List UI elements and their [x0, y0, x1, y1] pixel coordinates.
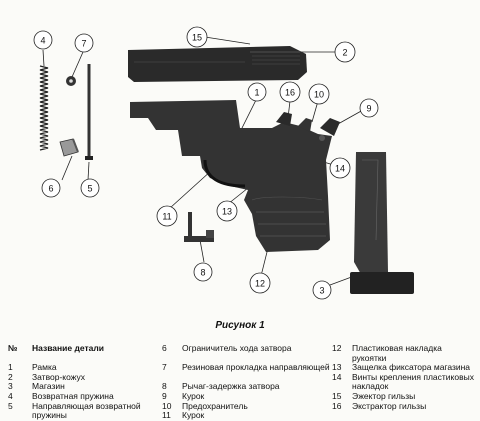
part-num: 1 [8, 362, 13, 373]
part-num: 12 [332, 343, 342, 353]
rubber-washer [66, 76, 76, 86]
figure-caption: Рисунок 1 [215, 320, 265, 331]
slide-limiter [59, 138, 79, 157]
leader-5 [87, 161, 90, 181]
slide-release-lever [184, 212, 214, 242]
part-name: Возвратная пружина [32, 390, 114, 401]
leader-13 [227, 187, 249, 205]
callout-14: 14 [329, 157, 351, 179]
leader-15 [204, 36, 251, 45]
parts-header-name: Название детали [32, 343, 105, 353]
guide-rod [85, 64, 93, 160]
part-name: Магазин [32, 381, 65, 392]
recoil-spring [39, 65, 49, 151]
callout-15: 15 [186, 26, 208, 48]
part-name: Пластиковая накладка рукоятки [352, 343, 442, 363]
frame [130, 100, 332, 252]
part-num: 14 [332, 371, 342, 382]
svg-text:7: 7 [81, 39, 86, 49]
parts-list: № Название детали 1 Рамка 2 Затвор-кожух… [8, 343, 478, 421]
svg-text:11: 11 [162, 212, 171, 222]
callout-5: 5 [80, 178, 100, 198]
callout-3: 3 [312, 280, 332, 300]
svg-text:9: 9 [366, 104, 371, 114]
part-num: 7 [162, 362, 167, 373]
part-name: Экстрактор гильзы [352, 400, 427, 411]
svg-text:4: 4 [40, 36, 45, 46]
leader-11 [169, 169, 213, 209]
svg-text:6: 6 [48, 184, 53, 194]
part-name: Рамка [32, 362, 57, 373]
parts-header-num: № [8, 343, 18, 353]
leader-12 [260, 247, 269, 277]
part-num: 2 [8, 371, 13, 382]
hammer-and-safety [276, 112, 340, 141]
svg-text:14: 14 [335, 164, 345, 174]
exploded-view-figure: 4 7 15 2 1 16 10 9 14 6 5 11 13 12 8 3 [33, 26, 414, 300]
part-name: Предохранитель [182, 400, 248, 411]
part-name: Курок [182, 390, 205, 401]
callout-12: 12 [249, 272, 271, 294]
leader-9 [337, 109, 364, 125]
part-num: 11 [162, 410, 171, 421]
part-num: 6 [162, 343, 167, 353]
leader-10 [311, 100, 319, 123]
magazine [350, 152, 414, 294]
part-num: 8 [162, 381, 167, 392]
part-name: Винты крепления пластиковых накладок [352, 371, 474, 392]
leader-7 [71, 51, 84, 78]
callout-4: 4 [33, 30, 53, 50]
part-name: Ограничитель хода затвора [182, 343, 292, 353]
part-num: 16 [332, 400, 342, 411]
part-num: 4 [8, 390, 13, 401]
svg-text:1: 1 [254, 88, 259, 98]
part-name: Резиновая прокладка направляющей [182, 362, 330, 373]
part-name: Направляющая возвратной пружины [32, 400, 141, 421]
svg-text:2: 2 [342, 48, 347, 58]
callout-9: 9 [359, 98, 379, 118]
callout-11: 11 [156, 205, 178, 227]
callout-7: 7 [74, 33, 94, 53]
part-num: 10 [162, 400, 172, 411]
callout-13: 13 [216, 200, 238, 222]
part-name: Эжектор гильзы [352, 390, 416, 401]
part-num: 3 [8, 381, 13, 392]
svg-text:16: 16 [285, 88, 295, 98]
part-num: 5 [8, 400, 13, 411]
part-name: Затвор-кожух [32, 371, 86, 382]
callout-16: 16 [279, 81, 301, 103]
leader-8 [199, 239, 205, 263]
svg-text:15: 15 [192, 33, 202, 43]
leader-1 [239, 99, 257, 133]
part-name: Защелка фиксатора магазина [352, 362, 471, 373]
callout-1: 1 [247, 82, 267, 102]
svg-text:3: 3 [319, 286, 324, 296]
callout-10: 10 [308, 83, 330, 105]
svg-text:10: 10 [314, 90, 324, 100]
slide [128, 46, 307, 82]
callout-2: 2 [334, 41, 356, 63]
part-num: 13 [332, 362, 342, 373]
leader-4 [42, 49, 45, 67]
callout-8: 8 [193, 262, 213, 282]
part-num: 15 [332, 390, 342, 401]
leader-6 [61, 155, 73, 181]
part-name: Рычаг-задержка затвора [182, 381, 280, 392]
part-name: Курок [182, 410, 205, 421]
svg-text:13: 13 [222, 207, 232, 217]
svg-text:8: 8 [200, 268, 205, 278]
part-num: 9 [162, 390, 167, 401]
svg-text:5: 5 [87, 184, 92, 194]
callout-6: 6 [41, 178, 61, 198]
svg-text:12: 12 [255, 279, 265, 289]
